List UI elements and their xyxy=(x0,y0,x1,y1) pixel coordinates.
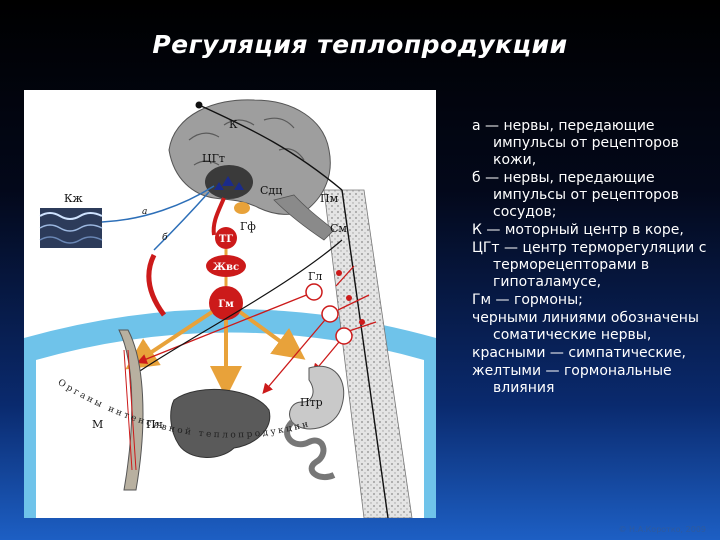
zhvs-label: Жвс xyxy=(213,262,239,273)
thermoregulation-diagram: ТГ Жвс Гм xyxy=(24,90,436,518)
legend-item: б — нервы, передающие импульсы от рецепт… xyxy=(472,170,712,221)
ptr-label: Птр xyxy=(300,396,323,409)
tg-label: ТГ xyxy=(219,234,233,245)
gl-label: Гл xyxy=(308,270,322,283)
gf-label: Гф xyxy=(240,220,256,233)
sdc-label: Сдц xyxy=(260,184,282,197)
skin-receptors xyxy=(40,208,102,248)
legend-item: красными — симпатические, xyxy=(472,345,712,362)
kzh-label: Кж xyxy=(64,192,83,205)
k-label: К xyxy=(229,118,238,131)
legend-item: а — нервы, передающие импульсы от рецепт… xyxy=(472,118,712,169)
legend: а — нервы, передающие импульсы от рецепт… xyxy=(472,118,712,398)
legend-item: желтыми — гормональные влияния xyxy=(472,363,712,397)
slide-title: Регуляция теплопродукции xyxy=(0,30,720,59)
legend-item: Гм — гормоны; xyxy=(472,292,712,309)
sm-label: См xyxy=(330,222,347,235)
gm-label: Гм xyxy=(218,299,234,310)
a-label: а xyxy=(142,207,147,217)
cgt-label: ЦГт xyxy=(202,152,225,165)
pm-label: Пм xyxy=(320,192,339,205)
copyright: © Н.А.Коротко, 2009 xyxy=(619,525,707,534)
legend-item: К — моторный центр в коре, xyxy=(472,222,712,239)
b-label: б xyxy=(162,232,168,243)
diagram-svg: ТГ Жвс Гм xyxy=(24,90,436,518)
legend-item: черными линиями обозначены соматические … xyxy=(472,310,712,344)
m-label: М xyxy=(92,418,103,431)
legend-item: ЦГт — центр терморегуляции с терморецепт… xyxy=(472,240,712,291)
